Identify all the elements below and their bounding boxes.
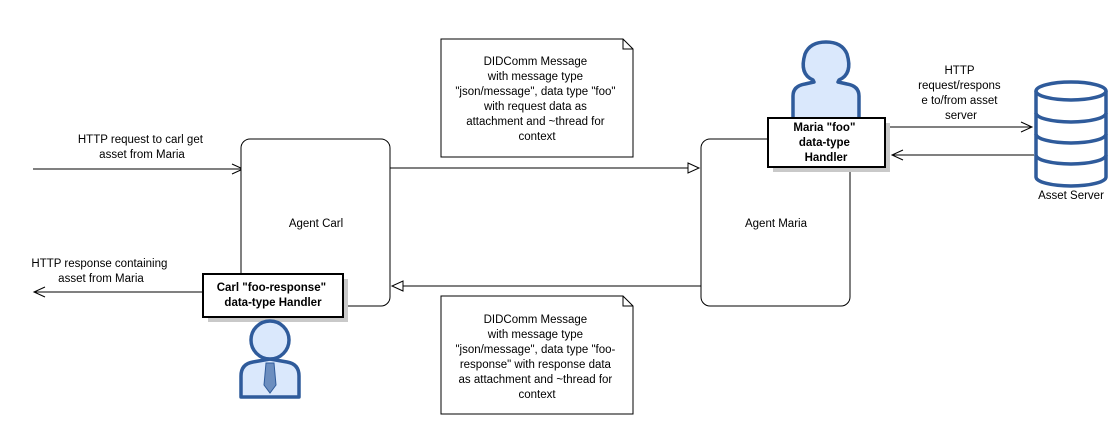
- carl-handler-label: Carl "foo-response" data-type Handler: [217, 282, 330, 309]
- maria-handler-box[interactable]: [767, 117, 886, 168]
- didcomm-response-note: DIDComm Message with message type "json/…: [440, 295, 634, 415]
- didcomm-request-note-text: DIDComm Message with message type "json/…: [455, 56, 618, 143]
- agent-carl-label: Agent Carl: [289, 218, 343, 230]
- didcomm-request-note: DIDComm Message with message type "json/…: [440, 38, 634, 158]
- asset-server-label: Asset Server: [1038, 190, 1104, 202]
- maria-handler-label: Maria "foo" data-type Handler: [793, 122, 858, 164]
- agent-maria-label: Agent Maria: [745, 218, 808, 230]
- http-request-label: HTTP request to carl get asset from Mari…: [78, 134, 206, 161]
- database-icon: [1034, 80, 1108, 188]
- carl-handler-box[interactable]: [202, 273, 344, 318]
- maria-person-icon: [791, 40, 861, 122]
- didcomm-response-note-text: DIDComm Message with message type "json/…: [455, 314, 618, 401]
- carl-person-icon: [239, 319, 301, 399]
- asset-http-label: HTTP request/respons e to/from asset ser…: [918, 65, 1004, 122]
- http-response-label: HTTP response containing asset from Mari…: [31, 258, 170, 285]
- tie-icon: [263, 362, 277, 394]
